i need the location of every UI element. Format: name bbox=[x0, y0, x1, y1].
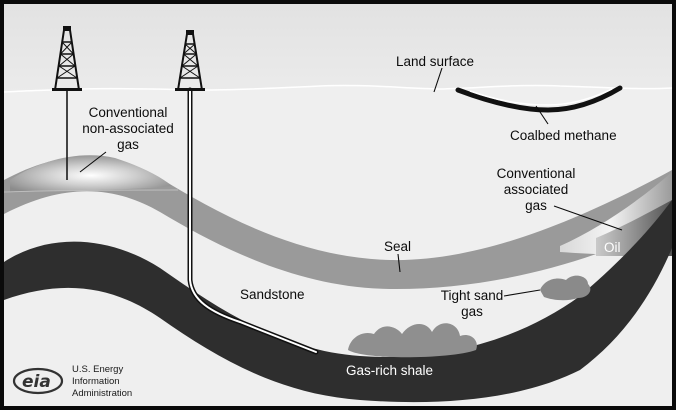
gas-rich-shale-layer bbox=[4, 200, 672, 403]
gas-water-contact bbox=[3, 189, 179, 193]
tight-sand-gas-body bbox=[348, 323, 477, 358]
drilling-rig-icon bbox=[52, 26, 82, 91]
sky-band bbox=[4, 4, 672, 92]
coalbed-methane-leader bbox=[535, 105, 549, 125]
eia-line-2: Information bbox=[72, 376, 120, 387]
seal-leader bbox=[397, 253, 401, 273]
nonassociated-gas-label-line2: non-associated bbox=[82, 121, 174, 136]
nonassociated-gas-leader bbox=[79, 151, 107, 173]
land-surface-leader bbox=[433, 67, 443, 93]
tight-sand-gas-leader bbox=[503, 289, 541, 297]
nonassociated-gas-trap bbox=[10, 155, 172, 192]
coalbed-methane-label: Coalbed methane bbox=[510, 128, 617, 143]
eia-logo-mark: eia bbox=[22, 372, 51, 392]
eia-logo-icon: eia bbox=[12, 367, 64, 395]
gas-rich-shale-label: Gas-rich shale bbox=[346, 363, 433, 378]
land-surface-label: Land surface bbox=[396, 54, 474, 69]
tight-sand-gas-label-line1: Tight sand bbox=[441, 288, 504, 303]
coalbed-seam-highlight bbox=[469, 88, 613, 106]
tight-sand-gas-lens bbox=[540, 275, 591, 301]
associated-gas-label-line1: Conventional bbox=[497, 166, 576, 181]
horizontal-well-core bbox=[189, 89, 317, 353]
oil-label: Oil bbox=[604, 240, 621, 255]
drilling-rig-icon bbox=[175, 30, 205, 91]
eia-line-1: U.S. Energy bbox=[72, 364, 123, 375]
associated-gas-label-line2: associated bbox=[504, 182, 569, 197]
land-surface-line bbox=[3, 84, 673, 93]
nonassociated-gas-label-line3: gas bbox=[117, 137, 139, 152]
associated-gas-leader bbox=[553, 205, 623, 231]
tight-sand-gas-label-line2: gas bbox=[461, 304, 483, 319]
associated-gas-label-line3: gas bbox=[525, 198, 547, 213]
seal-label: Seal bbox=[384, 239, 411, 254]
coalbed-seam bbox=[455, 85, 623, 113]
sandstone-label: Sandstone bbox=[240, 287, 305, 302]
eia-line-3: Administration bbox=[72, 388, 132, 399]
nonassociated-gas-label-line1: Conventional bbox=[89, 105, 168, 120]
